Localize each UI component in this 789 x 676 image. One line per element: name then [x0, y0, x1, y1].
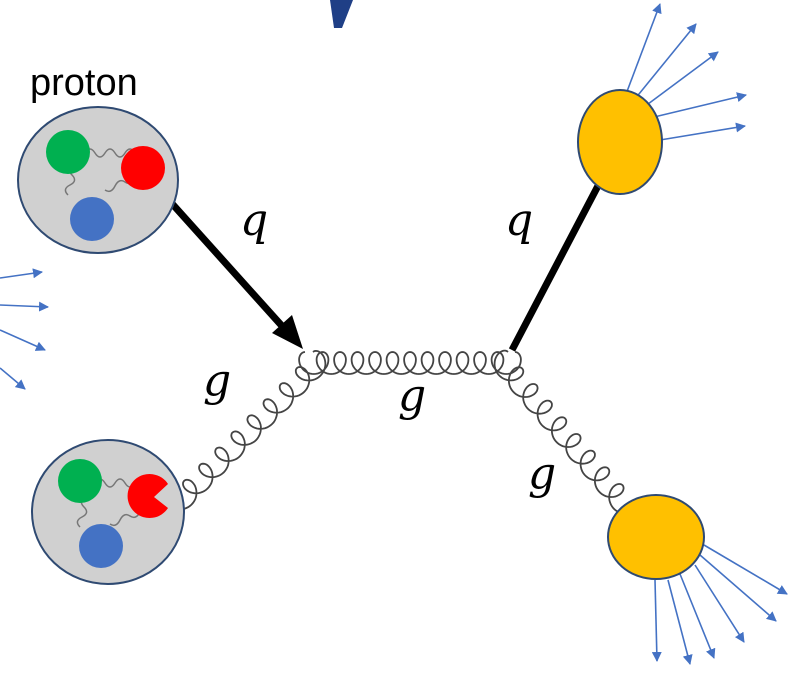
quark-blue — [79, 524, 123, 568]
proton-label: proton — [30, 62, 138, 104]
gluon-propagator — [298, 351, 522, 375]
quark-red — [121, 146, 165, 190]
quark-arrowhead — [272, 315, 303, 349]
gluon-link — [109, 511, 141, 527]
quark-out-label: q — [505, 195, 534, 246]
gluon-incoming — [165, 349, 327, 511]
gluon-link — [84, 148, 136, 158]
outgoing-quark-line — [508, 180, 604, 352]
quark-in-label: q — [240, 195, 269, 246]
jet-lower-arrows — [651, 544, 788, 665]
jet-lower — [607, 494, 788, 665]
gluon-link — [94, 478, 136, 488]
jet-upper — [577, 3, 747, 195]
gluon-outgoing — [493, 349, 639, 515]
gluon-out-label: g — [528, 448, 557, 499]
jet-upper-blob — [577, 89, 663, 195]
gluon-mid-label: g — [398, 370, 427, 421]
gluon-in-label: g — [203, 355, 232, 406]
quark-green — [58, 459, 102, 503]
quark-green — [46, 130, 90, 174]
title-fragment — [330, 0, 353, 28]
left-jet-arrows — [0, 268, 49, 390]
quark-blue — [70, 197, 114, 241]
jet-lower-blob — [607, 494, 705, 580]
quark-red — [127, 474, 168, 519]
proton-lower — [31, 439, 185, 585]
proton-upper — [17, 106, 179, 254]
